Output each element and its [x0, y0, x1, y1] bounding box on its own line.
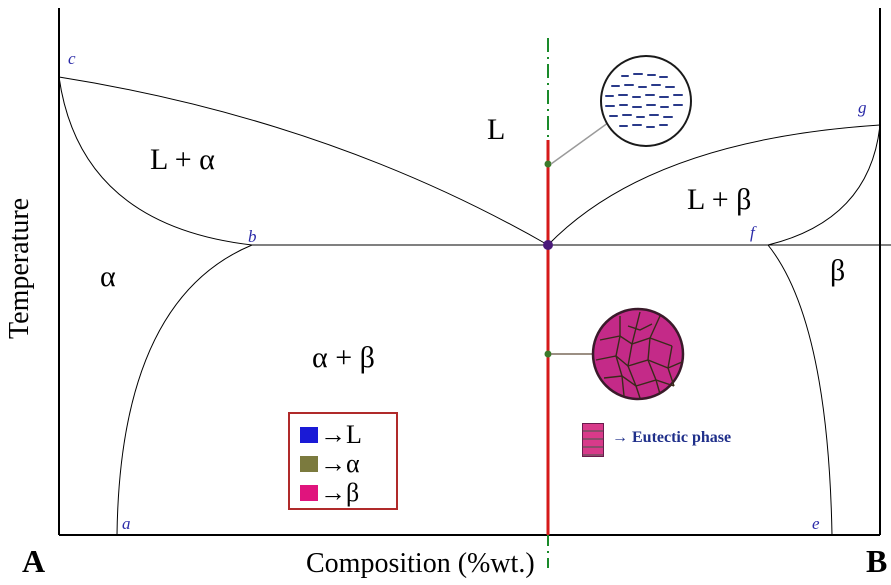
- point-b-label: b: [248, 228, 257, 245]
- legend-arrow: →: [320, 480, 346, 506]
- eutectic-point: [543, 240, 553, 250]
- component-a-label: A: [22, 545, 45, 577]
- legend-swatch-alpha: [300, 456, 318, 472]
- point-a-label: a: [122, 515, 131, 532]
- solid-marker: [545, 351, 552, 358]
- legend-arrow: →: [320, 422, 346, 448]
- legend-item-alpha: → α: [300, 451, 360, 477]
- legend-symbol-alpha: α: [346, 451, 360, 477]
- region-beta-label: β: [830, 256, 845, 286]
- region-l-beta-label: L + β: [687, 185, 751, 215]
- eutectic-arrow: →: [612, 429, 628, 446]
- point-g-label: g: [858, 99, 867, 116]
- legend-arrow: →: [320, 451, 346, 477]
- region-liquid-label: L: [487, 115, 505, 145]
- eutectic-phase-key: → Eutectic phase: [612, 430, 731, 446]
- region-l-alpha-label: L + α: [150, 145, 215, 175]
- legend-item-beta: → β: [300, 480, 359, 506]
- liquid-leader: [551, 120, 612, 164]
- y-axis-label: Temperature: [6, 199, 34, 339]
- component-b-label: B: [866, 545, 887, 577]
- solvus-beta: [768, 245, 832, 535]
- legend-item-liquid: → L: [300, 422, 362, 448]
- point-e-label: e: [812, 515, 820, 532]
- point-f-label: f: [750, 224, 755, 241]
- eutectic-phase-label: Eutectic phase: [632, 429, 731, 446]
- solidus-beta: [768, 125, 880, 245]
- region-alpha-label: α: [100, 262, 116, 292]
- legend-swatch-liquid: [300, 427, 318, 443]
- phase-legend: → L → α → β: [288, 412, 398, 510]
- legend-swatch-beta: [300, 485, 318, 501]
- liquidus-left: [59, 77, 548, 245]
- eutectic-microstructure: [593, 309, 683, 399]
- legend-symbol-liquid: L: [346, 422, 362, 448]
- liquid-microstructure: [601, 56, 691, 146]
- region-alpha-beta-label: α + β: [312, 343, 375, 373]
- legend-symbol-beta: β: [346, 480, 359, 506]
- point-c-label: c: [68, 50, 76, 67]
- solvus-alpha: [117, 245, 252, 535]
- x-axis-label: Composition (%wt.): [306, 550, 535, 578]
- eutectic-swatch: [582, 423, 604, 457]
- liquid-marker: [545, 161, 552, 168]
